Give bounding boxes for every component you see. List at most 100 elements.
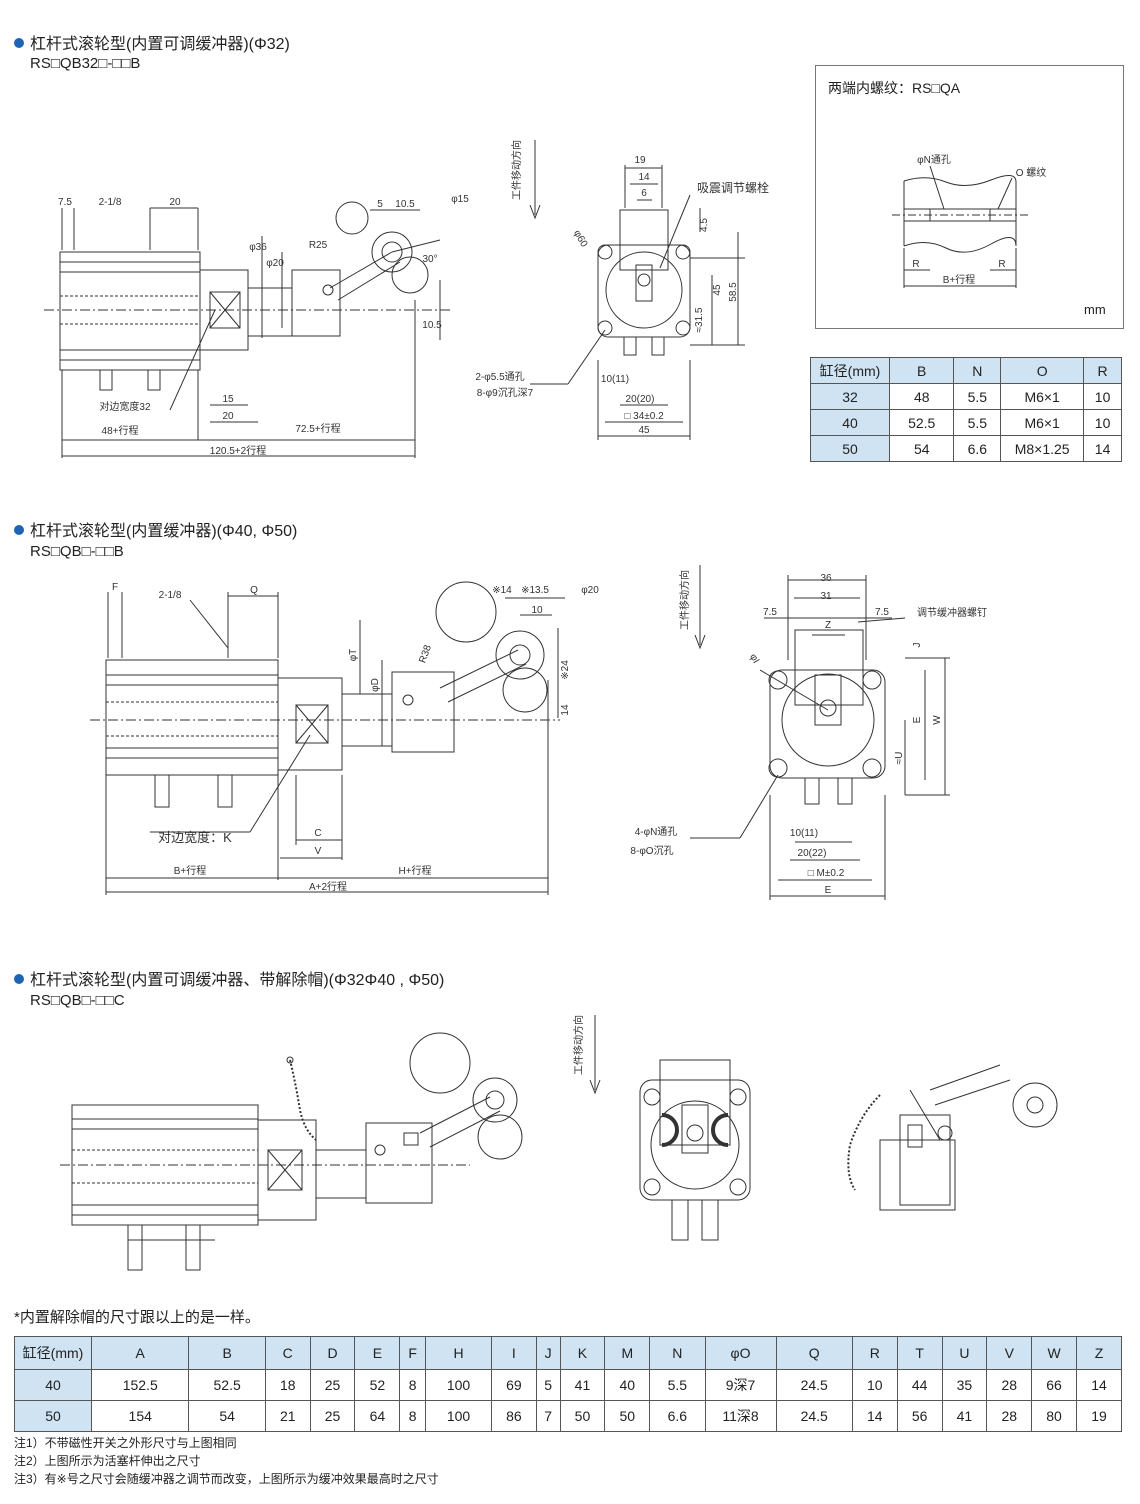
s1-end-4.5: 4.5 [699,218,710,232]
s1-dim-30deg: 30° [422,254,437,265]
s2-end-phiI: φI [747,652,761,666]
table-cell: 66 [1031,1369,1077,1401]
s3-direction: 工件移动方向 [572,1015,585,1075]
s2-dim-h: H+行程 [398,864,431,877]
table-cell: 32 [810,383,890,410]
table-header: A [90,1336,190,1370]
table-cell: 152.5 [90,1369,190,1401]
table-header-row: 缸径(mm) B N O R [810,357,1122,384]
table-cell: 35 [941,1369,988,1401]
table-header: K [559,1336,606,1370]
table-row: 40 52.5 5.5 M6×1 10 [810,409,1122,436]
table-cell: 69 [490,1369,537,1401]
thread-box-title: 两端内螺纹：RS□QA [828,80,961,96]
table-cell: 28 [986,1400,1033,1432]
table-cell: 14 [1075,1369,1123,1401]
thread-through-hole: φN通孔 [917,154,951,166]
s2-dim-13.5: ※13.5 [521,585,549,596]
table-cell: 11深8 [704,1400,777,1432]
thread-unit: mm [1084,302,1106,317]
bullet-icon [14,38,24,48]
table-cell: 19 [1075,1400,1123,1432]
s1-end-19: 19 [634,155,646,166]
table-row: 50 54 6.6 M8×1.25 14 [810,435,1122,462]
s2-dim-14b: 14 [560,704,571,716]
s2-dim-flat-k: 对边宽度：K [158,830,232,845]
s1-end-20-20: 20(20) [626,394,655,405]
section3-model: RS□QB□-□□C [30,992,125,1009]
s1-end-34: □ 34±0.2 [624,411,664,422]
table-cell: 50 [604,1400,651,1432]
table-header: B [188,1336,266,1370]
s2-dim-14: ※14 [492,585,512,596]
note-3: 注3）有※号之尺寸会随缓冲器之调节而改变，上图所示为缓冲效果最高时之尺寸 [14,1472,439,1486]
table-cell: 25 [309,1369,356,1401]
table-cell: M6×1 [1000,383,1085,410]
s2-end-36: 36 [820,573,832,584]
s2-dim-a: A+2行程 [309,880,347,893]
s1-end-45v: 45 [712,284,723,296]
s2-end-7.5b: 7.5 [875,607,889,618]
table-header: Q [775,1336,853,1370]
bullet-icon [14,974,24,984]
s2-dim-24: ※24 [560,660,571,680]
s1-direction: 工件移动方向 [510,140,523,200]
thread-o-screw: O 螺纹 [1016,166,1047,179]
table-row: 40 152.5 52.5 18 25 52 8 100 69 5 41 40 … [14,1369,1123,1401]
s1-end-6: 6 [641,188,647,199]
table-cell: 24.5 [775,1369,853,1401]
s2-dim-phiT: φT [348,649,359,662]
table-cell: 40 [14,1369,92,1401]
s1-end-31.5: ≈31.5 [694,307,705,332]
bullet-icon [14,525,24,535]
table-cell: 64 [354,1400,401,1432]
table-cell: 154 [90,1400,190,1432]
table-cell: 8 [399,1400,427,1432]
table-header: B [888,357,955,384]
section2-title: 杠杆式滚轮型(内置缓冲器)(Φ40, Φ50) [14,517,297,541]
thread-b-stroke: B+行程 [943,273,976,286]
table-cell: 8 [399,1369,427,1401]
note-2: 注2）上图所示为活塞杆伸出之尺寸 [14,1454,201,1468]
s1-dim-flat32: 对边宽度32 [99,400,151,413]
s1-dim-120.5: 120.5+2行程 [210,444,266,457]
table2-note: *内置解除帽的尺寸跟以上的是一样。 [14,1309,260,1326]
table-header: φO [704,1336,777,1370]
table-cell: 24.5 [775,1400,853,1432]
table-header: M [604,1336,651,1370]
table-header: U [941,1336,988,1370]
s1-dim-15: 15 [222,394,234,405]
s1-dim-thread: 2-1/8 [99,197,122,208]
table-cell: 41 [559,1369,606,1401]
s2-dim-r38: R38 [417,643,434,664]
s1-end-45: 45 [638,425,650,436]
section3-title: 杠杆式滚轮型(内置可调缓冲器、带解除帽)(Φ32Φ40 , Φ50) [14,966,444,990]
s2-dim-thread: 2-1/8 [159,590,182,601]
table-cell: 5.5 [953,409,1002,436]
table-cell: 40 [604,1369,651,1401]
s2-end-e: E [825,885,832,896]
table-cell: 41 [941,1400,988,1432]
section1-title: 杠杆式滚轮型(内置可调缓冲器)(Φ32) [14,30,290,54]
table-cell: 100 [425,1369,492,1401]
s2-dim-phi20: φ20 [581,585,599,596]
table-cell: 28 [986,1369,1033,1401]
table-cell: 54 [888,435,955,462]
table-header-row: 缸径(mm) A B C D E F H I J K M N φO Q R T … [14,1336,1123,1370]
table-cell: 6.6 [953,435,1002,462]
s2-dim-10: 10 [531,605,543,616]
section2-drawing: F 2-1/8 Q φT φD R38 ※14 ※13.5 φ20 10 ※24… [90,565,987,900]
section2-model: RS□QB□-□□B [30,543,124,560]
s2-end-7.5a: 7.5 [763,607,777,618]
table-cell: 56 [896,1400,943,1432]
table-cell: 5.5 [953,383,1002,410]
s2-end-m: □ M±0.2 [808,868,845,879]
table-cell: 52 [354,1369,401,1401]
table-cell: 50 [810,435,890,462]
table-cell: 14 [1083,435,1122,462]
note-1: 注1）不带磁性开关之外形尺寸与上图相同 [14,1436,237,1450]
s2-end-counterbore: 8-φO沉孔 [630,844,673,857]
table-cell: 25 [309,1400,356,1432]
table-cell: 6.6 [649,1400,706,1432]
s2-dim-c: C [314,828,321,839]
